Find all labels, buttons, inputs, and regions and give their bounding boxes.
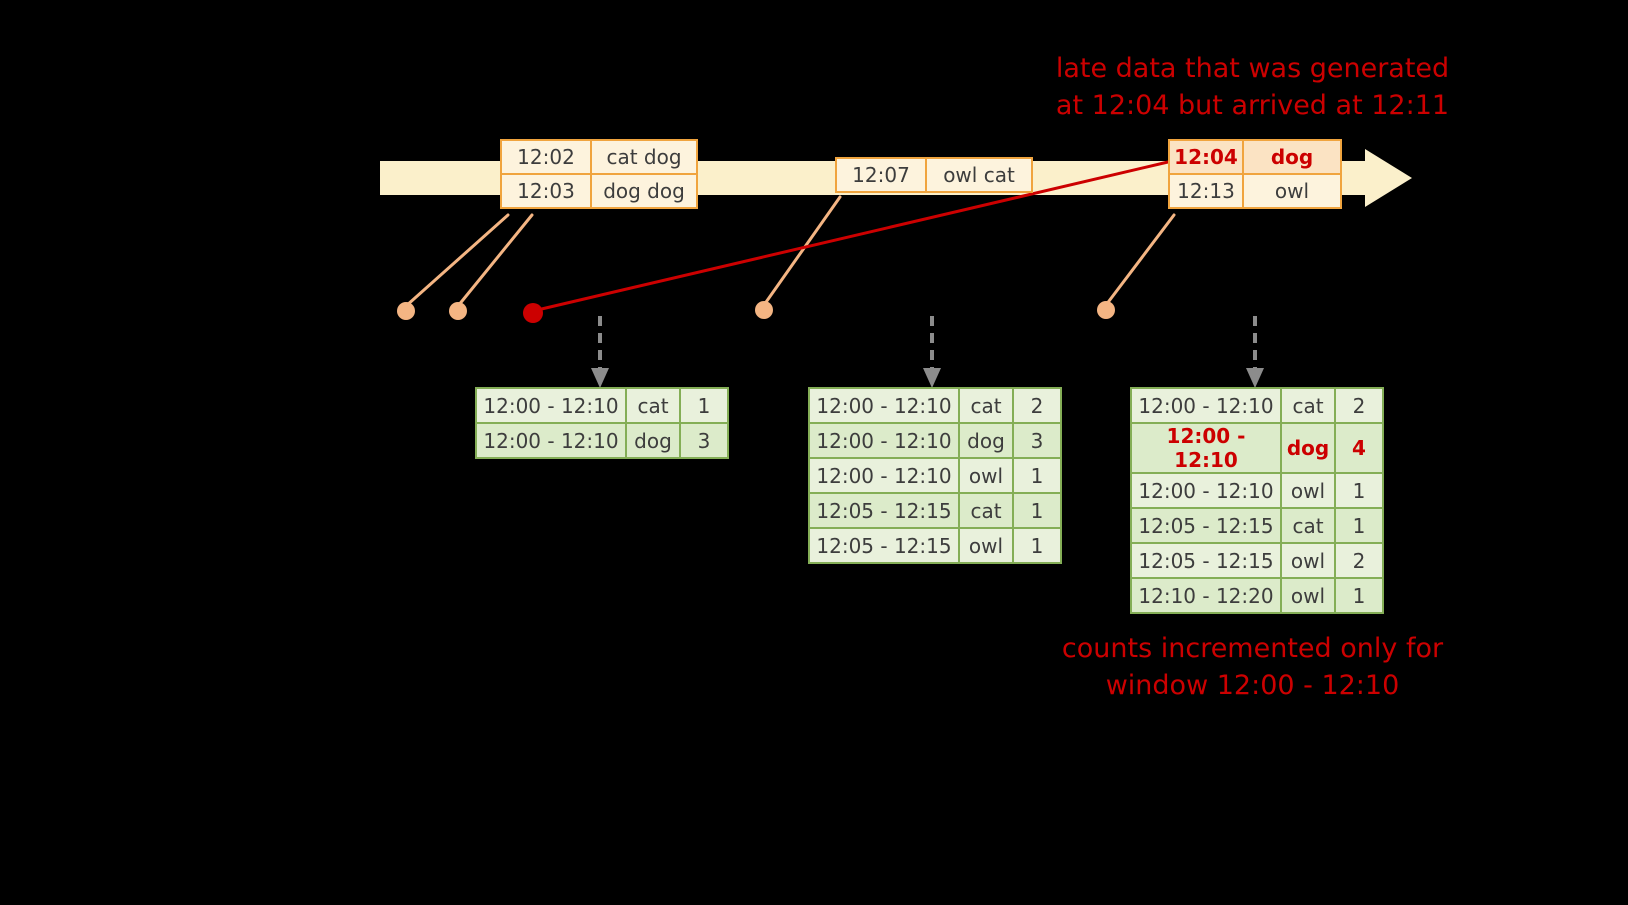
word-cell: cat [1280,507,1336,544]
event-words-cell: owl [1242,173,1342,209]
count-cell: 1 [1334,577,1384,614]
count-cell: 2 [1334,387,1384,424]
window-cell: 12:05 - 12:15 [1130,507,1282,544]
window-cell: 12:00 - 12:10 [808,387,960,424]
event-words-cell: dog [1242,139,1342,175]
word-cell: dog [958,422,1014,459]
result-table-2: 12:00 - 12:10 cat 2 12:00 - 12:10 dog 3 … [808,387,1062,564]
event-row: 12:07 owl cat [835,157,1033,193]
event-box-group-1: 12:02 cat dog 12:03 dog dog [500,139,698,209]
count-cell: 1 [1012,527,1062,564]
trigger-arrow-1 [591,316,609,388]
word-cell: owl [1280,542,1336,579]
result-row: 12:00 - 12:10 cat 2 [808,387,1062,424]
trigger-arrow-3 [1246,316,1264,388]
word-cell: cat [625,387,681,424]
window-cell: 12:00 - 12:10 [475,387,627,424]
result-row: 12:00 - 12:10 dog 3 [475,422,729,459]
result-row: 12:00 - 12:10 dog 3 [808,422,1062,459]
word-cell: owl [1280,577,1336,614]
result-row: 12:00 - 12:10 cat 1 [475,387,729,424]
result-row: 12:10 - 12:20 owl 1 [1130,577,1384,614]
count-cell: 3 [1012,422,1062,459]
event-box-group-2: 12:07 owl cat [835,157,1033,193]
connector-line-2 [456,213,534,308]
word-cell: cat [958,492,1014,529]
count-cell: 1 [1012,457,1062,494]
word-cell: cat [1280,387,1336,424]
count-cell: 1 [1334,472,1384,509]
event-dot-1 [397,302,415,320]
count-cell: 2 [1012,387,1062,424]
late-data-annotation-line1: late data that was generated [1055,53,1450,84]
result-row: 12:05 - 12:15 cat 1 [808,492,1062,529]
connector-line-3 [762,195,842,307]
result-table-3: 12:00 - 12:10 cat 2 12:00 - 12:10 dog 4 … [1130,387,1384,614]
counts-annotation-line2: window 12:00 - 12:10 [1105,670,1400,702]
word-cell: owl [958,457,1014,494]
event-words-cell: cat dog [590,139,698,175]
count-cell: 2 [1334,542,1384,579]
window-cell: 12:00 - 12:10 [808,457,960,494]
event-time-cell: 12:02 [500,139,592,175]
event-words-cell: owl cat [925,157,1033,193]
counts-annotation-line1: counts incremented only for [1061,633,1444,664]
count-cell: 3 [679,422,729,459]
window-cell: 12:00 - 12:10 [1130,472,1282,509]
event-row: 12:03 dog dog [500,173,698,209]
trigger-arrow-2 [923,316,941,388]
count-cell: 1 [1012,492,1062,529]
count-cell: 1 [679,387,729,424]
late-updated-result-row: 12:00 - 12:10 dog 4 [1130,422,1384,474]
event-box-group-3: 12:04 dog 12:13 owl [1168,139,1342,209]
late-event-row: 12:04 dog [1168,139,1342,175]
event-dot-4 [1097,301,1115,319]
result-table-1: 12:00 - 12:10 cat 1 12:00 - 12:10 dog 3 [475,387,729,459]
result-row: 12:00 - 12:10 cat 2 [1130,387,1384,424]
timeline-arrowhead [1365,149,1412,207]
word-cell: dog [625,422,681,459]
event-row: 12:13 owl [1168,173,1342,209]
word-cell: owl [1280,472,1336,509]
late-data-annotation-line2: at 12:04 but arrived at 12:11 [1055,90,1450,122]
counts-incremented-annotation: counts incremented only for window 12:00… [985,630,1520,705]
result-row: 12:00 - 12:10 owl 1 [808,457,1062,494]
connector-line-4 [1104,213,1176,307]
window-cell: 12:00 - 12:10 [1130,387,1282,424]
window-cell: 12:00 - 12:10 [1130,422,1282,474]
result-row: 12:05 - 12:15 cat 1 [1130,507,1384,544]
event-dot-3 [755,301,773,319]
window-cell: 12:00 - 12:10 [475,422,627,459]
word-cell: dog [1280,422,1336,474]
event-dot-2 [449,302,467,320]
event-time-cell: 12:13 [1168,173,1244,209]
word-cell: cat [958,387,1014,424]
window-cell: 12:10 - 12:20 [1130,577,1282,614]
result-row: 12:00 - 12:10 owl 1 [1130,472,1384,509]
event-time-cell: 12:07 [835,157,927,193]
event-time-cell: 12:04 [1168,139,1244,175]
window-cell: 12:00 - 12:10 [808,422,960,459]
result-row: 12:05 - 12:15 owl 1 [808,527,1062,564]
word-cell: owl [958,527,1014,564]
event-words-cell: dog dog [590,173,698,209]
count-cell: 1 [1334,507,1384,544]
window-cell: 12:05 - 12:15 [808,527,960,564]
late-data-line [531,160,1170,313]
connector-line-1 [404,213,510,308]
event-time-cell: 12:03 [500,173,592,209]
late-event-dot [523,303,543,323]
window-cell: 12:05 - 12:15 [1130,542,1282,579]
result-row: 12:05 - 12:15 owl 2 [1130,542,1384,579]
count-cell: 4 [1334,422,1384,474]
event-row: 12:02 cat dog [500,139,698,175]
window-cell: 12:05 - 12:15 [808,492,960,529]
late-data-annotation: late data that was generated at 12:04 bu… [985,50,1520,125]
